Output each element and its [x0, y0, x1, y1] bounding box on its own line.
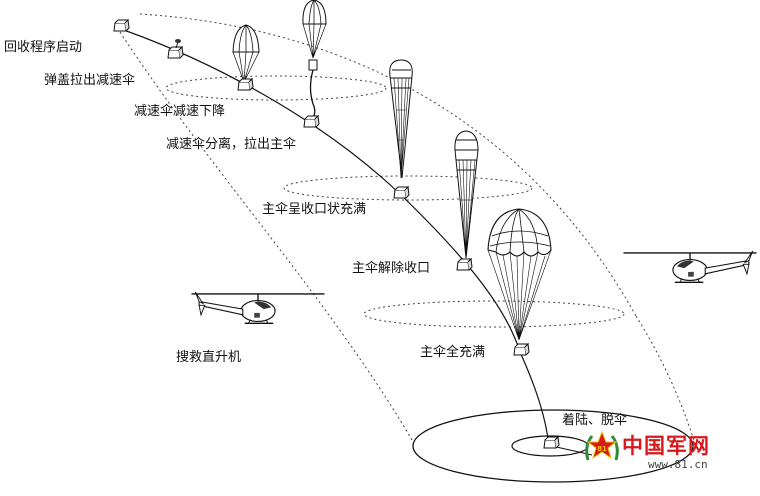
- stage-label-main-disreefed: 主伞解除收口: [352, 261, 431, 276]
- helicopter-left: [190, 291, 326, 325]
- lower-envelope: [119, 31, 413, 441]
- altitude-ring-1: [165, 75, 387, 101]
- svg-text:81: 81: [597, 445, 607, 453]
- drogue-parachute-2: [302, 0, 327, 121]
- stage-label-main-pulled: 减速伞分离，拉出主伞: [166, 137, 297, 152]
- stage-label-program-start: 回收程序启动: [4, 40, 83, 55]
- trajectory: [117, 27, 550, 447]
- altitude-ring-3: [363, 300, 625, 328]
- stage-label-landing: 着陆、脱伞: [562, 413, 628, 428]
- stage-label-main-reefed: 主伞呈收口状充满: [262, 202, 367, 217]
- helicopter-right: [622, 250, 758, 284]
- watermark-url: www.81.cn: [648, 458, 708, 471]
- main-parachute-disreefing: [454, 130, 479, 259]
- altitude-ring-2: [283, 175, 533, 201]
- main-parachute-reefed: [389, 59, 413, 179]
- stage-label-drogue-descent: 减速伞减速下降: [134, 104, 226, 119]
- drogue-parachute-1: [232, 24, 260, 83]
- watermark-emblem: 81: [585, 430, 619, 461]
- watermark-name: 中国军网: [622, 434, 710, 458]
- upper-right-envelope: [635, 315, 695, 441]
- upper-envelope: [139, 13, 637, 317]
- stage-label-main-full: 主伞全充满: [420, 345, 486, 360]
- main-parachute-full: [487, 208, 552, 341]
- helicopter-label: 搜救直升机: [176, 350, 242, 365]
- stage-label-drogue-pulled: 弹盖拉出减速伞: [44, 73, 136, 88]
- landing-ring-outer: [412, 409, 694, 483]
